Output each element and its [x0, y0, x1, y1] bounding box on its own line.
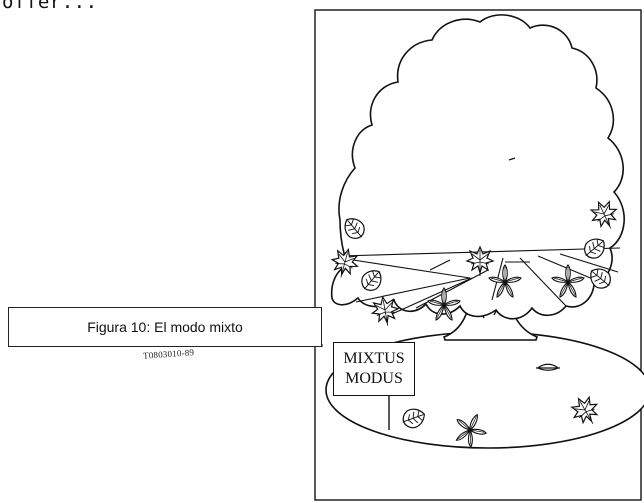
top-text-fragment: offer... — [2, 0, 98, 13]
sign-line-1: MIXTUS — [343, 350, 405, 367]
figure-frame — [314, 9, 642, 501]
figure-caption-box: Figura 10: El modo mixto — [8, 307, 322, 347]
tree-canopy — [330, 14, 625, 320]
mixtus-modus-sign: MIXTUS MODUS — [333, 342, 415, 396]
ground-leaf-4 — [536, 363, 560, 371]
figure-caption: Figura 10: El modo mixto — [87, 319, 243, 335]
small-mark — [508, 157, 516, 161]
sign-line-2: MODUS — [345, 370, 403, 387]
